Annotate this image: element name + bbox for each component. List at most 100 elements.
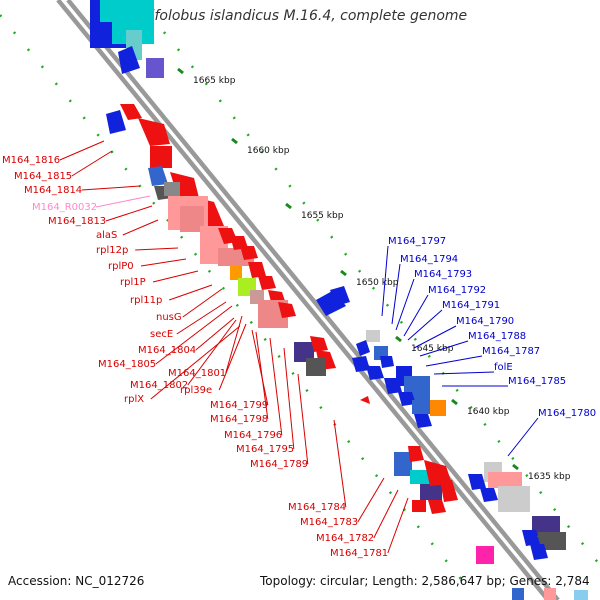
gene-label-m164-1794[interactable]: M164_1794 xyxy=(400,254,458,265)
leader-line-m164-1788 xyxy=(419,340,469,357)
gene-label-fole[interactable]: folE xyxy=(494,362,513,373)
leader-line-m164-1799 xyxy=(251,329,269,406)
gene-arrow-11 xyxy=(240,246,258,260)
gene-label-m164-1805[interactable]: M164_1805 xyxy=(98,359,156,370)
gene-label-m164-1793[interactable]: M164_1793 xyxy=(414,269,472,280)
gene-arrow-3 xyxy=(120,104,142,120)
gene-arrow-18 xyxy=(360,396,370,404)
gene-label-m164-1791[interactable]: M164_1791 xyxy=(442,300,500,311)
gene-label-m164-1792[interactable]: M164_1792 xyxy=(428,285,486,296)
gene-label-rplp0[interactable]: rplP0 xyxy=(108,261,134,272)
leader-line-sece xyxy=(176,301,227,335)
leader-line-m164-1815 xyxy=(71,150,113,177)
gene-label-m164-1804[interactable]: M164_1804 xyxy=(138,345,196,356)
gene-block-26 xyxy=(420,484,442,500)
gene-label-rplx[interactable]: rplX xyxy=(124,394,144,405)
gene-arrow-23 xyxy=(352,356,370,372)
gene-label-m164-1783[interactable]: M164_1783 xyxy=(300,517,358,528)
gene-label-rpl11p[interactable]: rpl11p xyxy=(130,295,162,306)
gene-block-29 xyxy=(488,472,522,488)
leader-line-m164-1798 xyxy=(255,331,269,420)
scale-label-1665-kbp: 1665 kbp xyxy=(193,76,236,86)
leader-line-m164-1789 xyxy=(297,373,309,465)
gene-block-12 xyxy=(230,266,242,280)
gene-label-m164-1785[interactable]: M164_1785 xyxy=(508,376,566,387)
gene-label-m164-1813[interactable]: M164_1813 xyxy=(48,216,106,227)
gene-block-25 xyxy=(410,470,432,484)
gene-block-36 xyxy=(574,590,588,600)
gene-arrow-16 xyxy=(310,336,328,352)
gene-label-sece[interactable]: secE xyxy=(150,329,173,340)
gene-label-alas[interactable]: alaS xyxy=(96,230,117,241)
gene-block-24 xyxy=(394,452,412,476)
leader-line-m164-1801 xyxy=(225,315,243,374)
gene-label-rpl1p[interactable]: rpl1P xyxy=(120,277,146,288)
gene-block-23 xyxy=(430,400,446,416)
gene-block-33 xyxy=(476,546,494,564)
gene-label-m164-1797[interactable]: M164_1797 xyxy=(388,236,446,247)
gene-label-m164-1790[interactable]: M164_1790 xyxy=(456,316,514,327)
gene-arrow-21 xyxy=(356,340,370,356)
gene-label-m164-1784[interactable]: M164_1784 xyxy=(288,502,346,513)
gene-arrow-22 xyxy=(380,356,394,368)
gene-arrow-35 xyxy=(530,544,548,560)
leader-line-m164-r0032 xyxy=(95,195,151,208)
gene-label-rpl39e[interactable]: rpl39e xyxy=(180,385,212,396)
gene-arrow-34 xyxy=(522,530,540,546)
leader-line-m164-1781 xyxy=(387,497,409,554)
gene-block-17 xyxy=(306,358,326,376)
leader-line-m164-1814 xyxy=(81,185,141,191)
gene-arrow-31 xyxy=(428,500,446,514)
leader-line-fole xyxy=(433,371,495,375)
gene-block-7 xyxy=(164,182,180,196)
gene-labels-left[interactable]: M164_1816M164_1815M164_1814M164_R0032M16… xyxy=(2,140,409,559)
leader-line-alas xyxy=(122,219,159,236)
gene-label-m164-1814[interactable]: M164_1814 xyxy=(24,185,82,196)
gene-label-m164-1798[interactable]: M164_1798 xyxy=(210,414,268,425)
gene-arrow-5 xyxy=(148,166,168,186)
leader-line-m164-1795 xyxy=(283,347,295,450)
gene-label-m164-1796[interactable]: M164_1796 xyxy=(224,430,282,441)
leader-line-rpl39e xyxy=(218,323,247,391)
leader-line-m164-1787 xyxy=(425,355,483,367)
scale-tick-1655-kbp xyxy=(285,202,292,210)
gene-label-m164-r0032[interactable]: M164_R0032 xyxy=(32,202,97,213)
gene-block-6 xyxy=(150,146,172,168)
gene-block-30 xyxy=(498,486,530,512)
gene-label-m164-1780[interactable]: M164_1780 xyxy=(538,408,596,419)
gene-block-16 xyxy=(294,342,314,362)
gene-labels-right[interactable]: M164_1797M164_1794M164_1793M164_1792M164… xyxy=(381,236,596,457)
gene-label-m164-1802[interactable]: M164_1802 xyxy=(130,380,188,391)
map-title: Sulfolobus islandicus M.16.4, complete g… xyxy=(132,8,468,24)
accession-text: Accession: NC_012726 xyxy=(8,574,145,588)
scale-tick-1665-kbp xyxy=(177,67,184,75)
gene-label-m164-1789[interactable]: M164_1789 xyxy=(250,459,308,470)
gene-features[interactable] xyxy=(90,0,588,600)
gene-label-m164-1782[interactable]: M164_1782 xyxy=(316,533,374,544)
gene-label-rpl12p[interactable]: rpl12p xyxy=(96,245,128,256)
gene-label-m164-1788[interactable]: M164_1788 xyxy=(468,331,526,342)
leader-line-m164-1805 xyxy=(155,305,233,365)
topology-text: Topology: circular; Length: 2,586,647 bp… xyxy=(260,574,590,588)
gene-arrow-15 xyxy=(278,302,296,318)
gene-block-2 xyxy=(100,0,154,22)
gene-label-m164-1801[interactable]: M164_1801 xyxy=(168,368,226,379)
gene-label-m164-1781[interactable]: M164_1781 xyxy=(330,548,388,559)
scale-tick-1645-kbp xyxy=(395,335,402,343)
gene-label-m164-1816[interactable]: M164_1816 xyxy=(2,155,60,166)
scale-tick-1640-kbp xyxy=(451,398,458,406)
scale-tick-1635-kbp xyxy=(512,463,519,471)
gene-label-m164-1799[interactable]: M164_1799 xyxy=(210,400,268,411)
leader-line-rplx xyxy=(150,325,241,400)
gene-label-m164-1815[interactable]: M164_1815 xyxy=(14,171,72,182)
gene-label-m164-1787[interactable]: M164_1787 xyxy=(482,346,540,357)
scale-label-1645-kbp: 1645 kbp xyxy=(411,344,454,354)
leader-line-m164-1783 xyxy=(357,477,385,523)
leader-line-m164-1792 xyxy=(403,294,429,337)
gene-label-nusg[interactable]: nusG xyxy=(156,312,182,323)
leader-line-m164-1790 xyxy=(413,325,457,349)
gene-label-m164-1795[interactable]: M164_1795 xyxy=(236,444,294,455)
